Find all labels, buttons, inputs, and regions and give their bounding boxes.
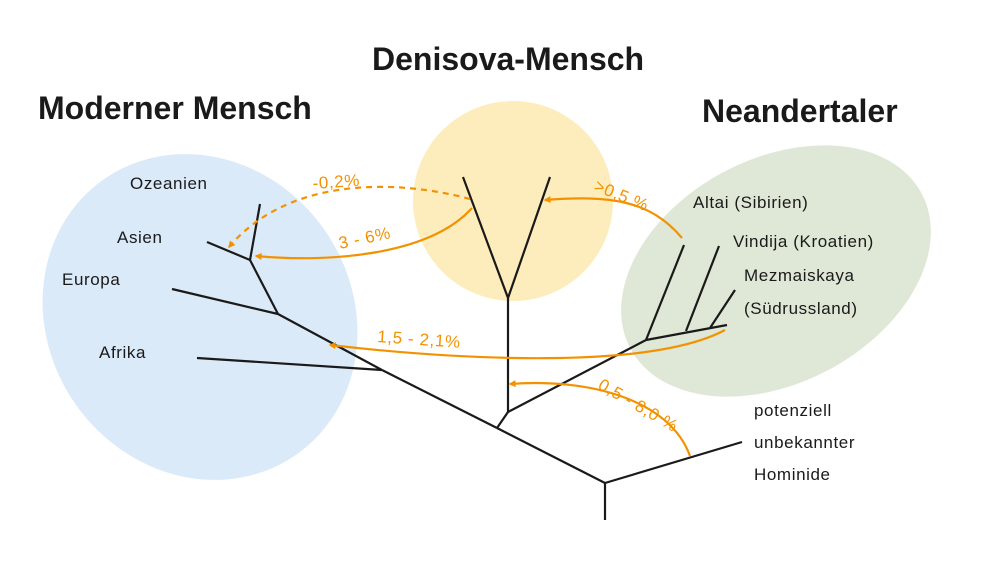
branch-oceania <box>248 203 262 261</box>
branch-neanderthal-base <box>645 323 728 342</box>
branch-asia <box>206 240 251 262</box>
title-modern-human: Moderner Mensch <box>38 90 312 126</box>
leaf-label-africa: Afrika <box>99 343 146 362</box>
leaf-label-vindija: Vindija (Kroatien) <box>733 232 874 251</box>
leaf-label-unknown-1: potenziell <box>754 401 832 420</box>
arrow-denisova-to-asia <box>254 207 473 261</box>
denisova-region <box>413 101 613 301</box>
branch-eurasian-stem <box>249 259 279 315</box>
branch-africa <box>196 356 383 372</box>
modern-human-region <box>42 154 358 480</box>
leaf-label-unknown-3: Hominide <box>754 465 831 484</box>
branch-denisova-right <box>506 176 552 299</box>
title-denisova: Denisova-Mensch <box>372 41 644 77</box>
leaf-label-altai: Altai (Sibirien) <box>693 193 808 212</box>
title-neanderthal: Neandertaler <box>702 93 898 129</box>
leaf-label-asia: Asien <box>117 228 163 247</box>
flow-label-denisova-oceania: -0,2% <box>312 171 361 193</box>
branch-non-african-stem <box>277 313 383 371</box>
branch-vindija <box>684 245 721 332</box>
gene-flow-arrows <box>228 185 726 457</box>
arrow-unknown-to-denisova <box>508 380 692 457</box>
leaf-label-europe: Europa <box>62 270 120 289</box>
branch-archaic-modern-split <box>496 427 606 484</box>
branch-denisova-left <box>461 176 510 299</box>
leaf-label-unknown-2: unbekannter <box>754 433 855 452</box>
branch-europe <box>171 287 279 316</box>
flow-label-neanderthal-modern: 1,5 - 2,1% <box>377 327 462 352</box>
neanderthal-region <box>621 145 931 397</box>
arrow-denisova-to-oceania <box>228 185 471 249</box>
branch-unknown-hominin <box>604 440 743 485</box>
arrow-altai-to-denisova <box>543 196 683 239</box>
branch-neanderthal-stem <box>507 339 647 413</box>
branch-modern-stem <box>381 369 498 429</box>
branch-archaic-stem <box>496 411 509 429</box>
branch-mezmaiskaya <box>709 289 736 329</box>
leaf-label-mezmaiskaya-2: (Südrussland) <box>744 299 858 318</box>
leaf-label-oceania: Ozeanien <box>130 174 208 193</box>
leaf-label-mezmaiskaya-1: Mezmaiskaya <box>744 266 855 285</box>
branch-altai <box>644 244 686 341</box>
arrow-neanderthal-to-modern <box>328 329 726 360</box>
phylogenetic-tree <box>171 176 743 520</box>
flow-label-denisova-asia: 3 - 6% <box>337 223 393 253</box>
